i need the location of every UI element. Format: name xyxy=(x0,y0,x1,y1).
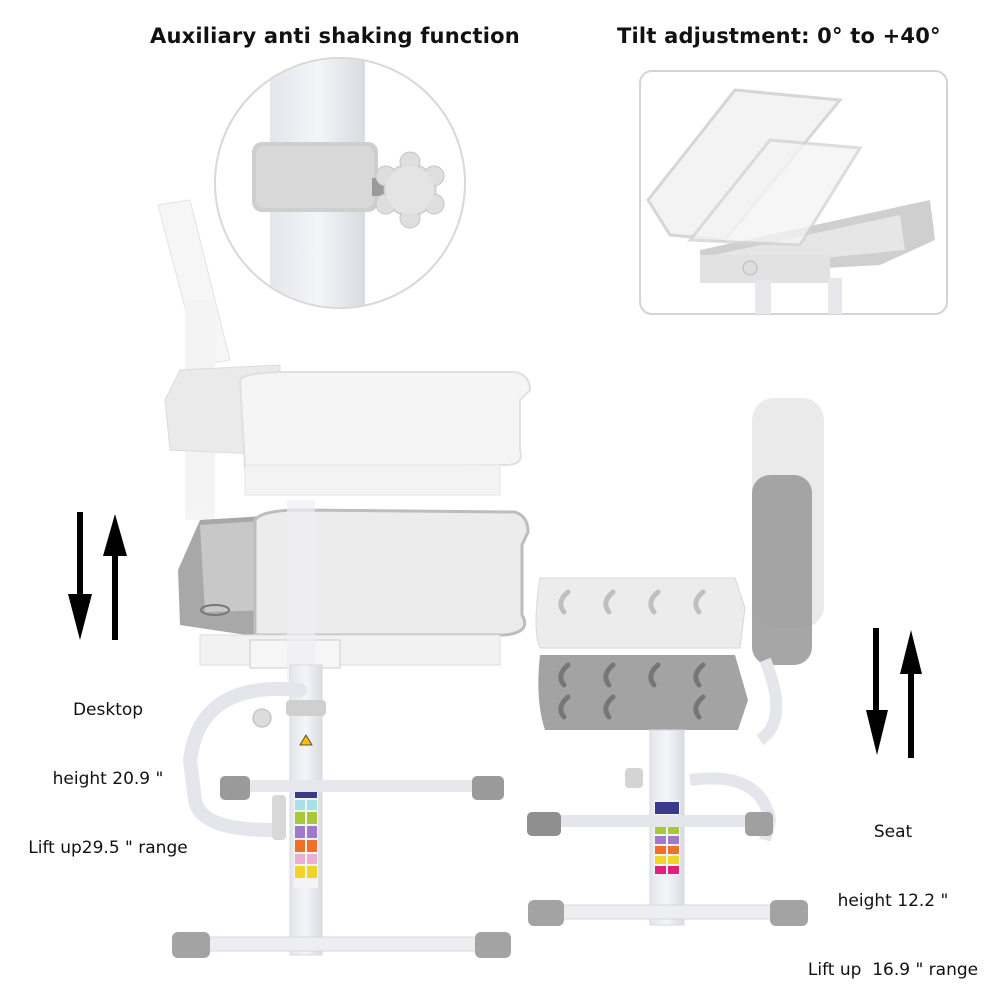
anti-shake-detail-image xyxy=(214,57,466,309)
arrow-up-icon xyxy=(900,630,922,758)
arrow-down-icon xyxy=(68,512,92,640)
desk-caption-line3: Lift up29.5 " range xyxy=(28,838,188,858)
arrow-up-icon xyxy=(103,514,127,640)
desk-caption-line2: height 20.9 " xyxy=(52,769,164,789)
desk-lowered xyxy=(172,500,530,958)
anti-shake-title: Auxiliary anti shaking function xyxy=(150,24,520,48)
seat-height-caption: Seat height 12.2 " Lift up 16.9 " range xyxy=(793,775,993,1005)
desk-caption-line1: Desktop xyxy=(72,700,144,720)
seat-caption-line3: Lift up 16.9 " range xyxy=(807,960,979,980)
chair xyxy=(527,398,824,926)
arrow-down-icon xyxy=(866,628,888,755)
seat-caption-line1: Seat xyxy=(873,822,913,842)
desk-height-caption: Desktop height 20.9 " Lift up29.5 " rang… xyxy=(8,653,208,883)
tilt-detail-image xyxy=(639,70,948,315)
tilt-title: Tilt adjustment: 0° to +40° xyxy=(617,24,941,48)
desk-raised-ghost xyxy=(157,199,532,520)
seat-caption-line2: height 12.2 " xyxy=(837,891,949,911)
seat-height-arrows xyxy=(866,628,922,758)
desk-height-arrows xyxy=(68,512,127,640)
